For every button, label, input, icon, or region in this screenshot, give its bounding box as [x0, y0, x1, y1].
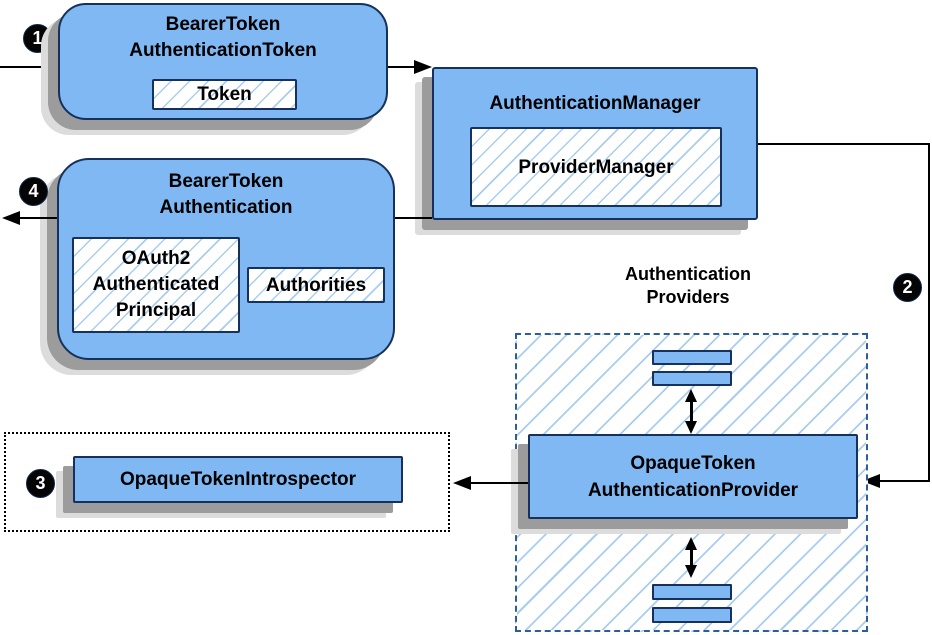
step-3-badge: 3 [26, 469, 55, 498]
provider-placeholder-bar [652, 350, 732, 365]
arrowhead-left-icon [2, 211, 20, 225]
provider-manager-chip: ProviderManager [470, 127, 722, 207]
step-4-badge: 4 [19, 177, 48, 206]
oauth2-authenticated-principal-label: OAuth2 Authenticated Principal [92, 248, 220, 321]
node-opaque-token-introspector: OpaqueTokenIntrospector [73, 456, 403, 503]
node-bearer-token-authentication-token: BearerToken AuthenticationToken Token [58, 3, 388, 120]
introspector-container [4, 432, 450, 532]
flow-line-request-in [0, 66, 58, 68]
flow-line-manager-to-authentication [395, 217, 432, 219]
flow-line-manager-down [928, 143, 930, 481]
provider-placeholder-bar [652, 584, 732, 600]
arrowhead-down-icon [685, 421, 697, 434]
opaque-token-authentication-provider-title: OpaqueToken AuthenticationProvider [587, 452, 799, 501]
step-2-number: 2 [902, 277, 913, 297]
flow-line-manager-right [758, 143, 930, 145]
arrowhead-down-icon [685, 565, 697, 578]
oauth2-authenticated-principal-chip: OAuth2 Authenticated Principal [72, 237, 240, 333]
node-authentication-manager: AuthenticationManager ProviderManager [432, 67, 758, 220]
provider-placeholder-bar [652, 607, 732, 623]
node-opaque-token-authentication-provider: OpaqueToken AuthenticationProvider [528, 434, 858, 519]
flow-line-token-to-manager [388, 66, 418, 68]
bearer-token-authentication-token-title: BearerToken AuthenticationToken [129, 14, 317, 61]
step-1-number: 1 [32, 28, 43, 48]
flow-line-into-provider [878, 480, 930, 482]
step-4-number: 4 [28, 181, 39, 201]
provider-placeholder-bar [652, 371, 732, 386]
node-bearer-token-authentication: BearerToken Authentication OAuth2 Authen… [57, 158, 395, 360]
flow-line-authentication-out [18, 217, 57, 219]
token-chip: Token [152, 79, 297, 110]
authorities-chip: Authorities [247, 267, 385, 303]
arrowhead-left-icon [453, 476, 471, 490]
step-1-badge: 1 [23, 24, 52, 53]
flow-line-provider-to-introspector [470, 482, 528, 484]
bearer-token-authentication-title: BearerToken Authentication [159, 171, 293, 218]
arrowhead-right-icon [414, 60, 432, 74]
double-arrow-bottom-line [690, 546, 693, 570]
double-arrow-top-line [690, 398, 693, 424]
authorities-label: Authorities [265, 274, 367, 296]
arrowhead-up-icon [685, 389, 697, 402]
authentication-providers-label: Authentication Providers [625, 264, 751, 307]
arrowhead-up-icon [685, 537, 697, 550]
provider-manager-chip-label: ProviderManager [518, 156, 674, 178]
token-chip-label: Token [197, 84, 252, 105]
opaque-token-introspector-title: OpaqueTokenIntrospector [119, 468, 357, 490]
authentication-manager-title: AuthenticationManager [489, 93, 701, 114]
step-3-number: 3 [35, 473, 46, 493]
step-2-badge: 2 [893, 273, 922, 302]
